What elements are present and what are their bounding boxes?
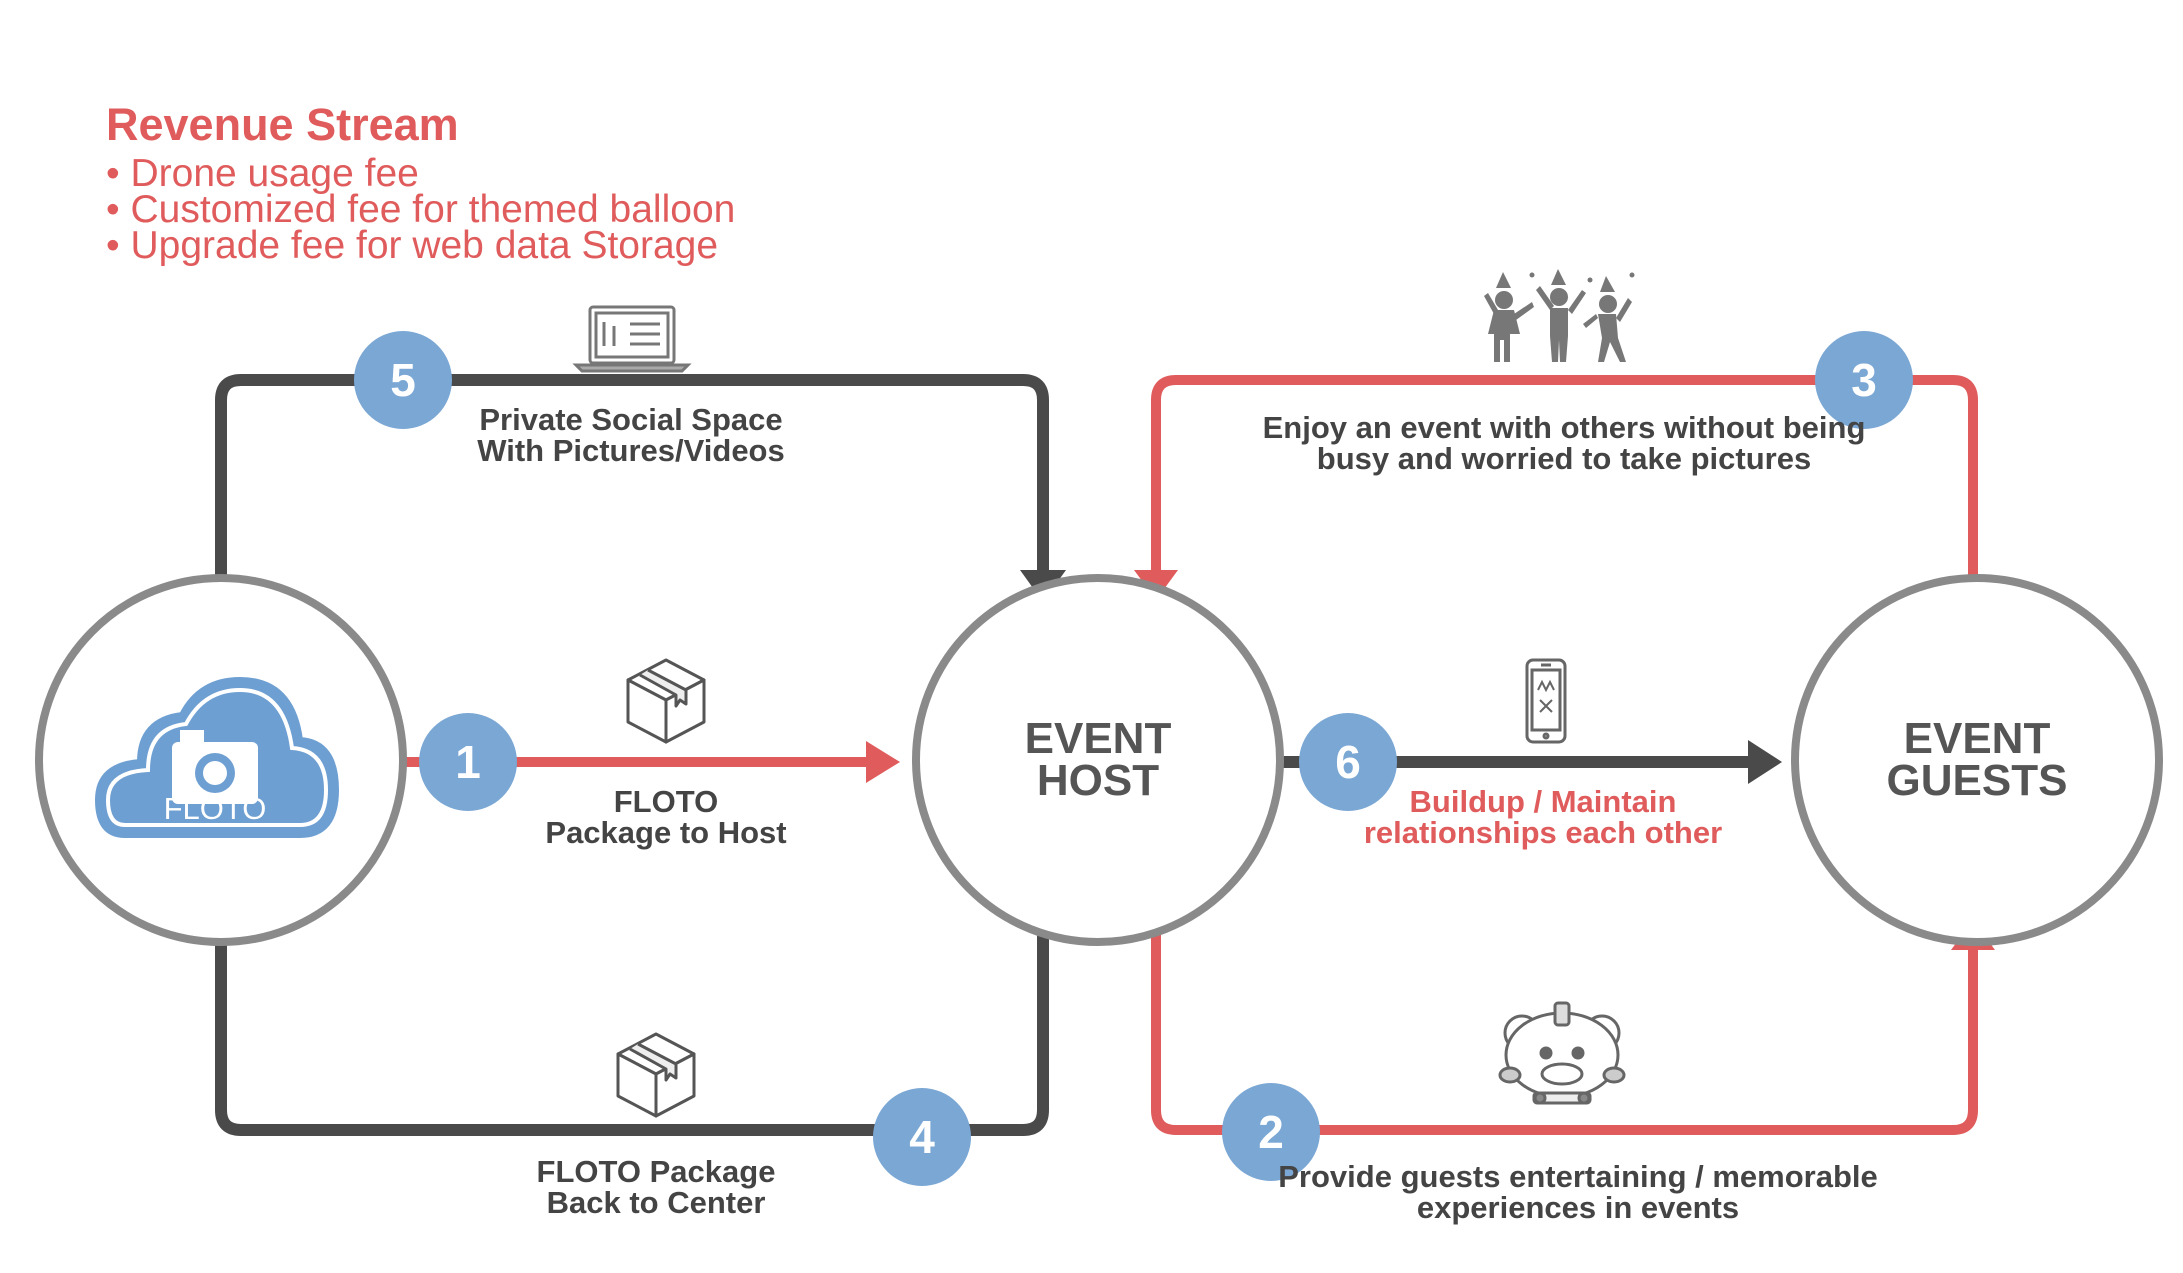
badge-3-number: 3 xyxy=(1851,354,1877,406)
event-guests-node: EVENT GUESTS xyxy=(1791,574,2163,946)
flow-4-label: FLOTO Package Back to Center xyxy=(537,1154,776,1220)
badge-3: 3 xyxy=(1815,331,1913,429)
flow-5-label: Private Social Space With Pictures/Video… xyxy=(477,402,785,468)
flow-1-label: FLOTO Package to Host xyxy=(545,784,786,850)
badge-2: 2 xyxy=(1222,1083,1320,1181)
flow-1-label-line-2: Package to Host xyxy=(545,815,786,850)
flow-3-path xyxy=(1151,375,1978,575)
flow-3-label-line-2: busy and worried to take pictures xyxy=(1317,441,1811,476)
party-people-icon xyxy=(1484,269,1635,362)
flow-3-label: Enjoy an event with others without being… xyxy=(1263,410,1866,476)
flow-2-label: Provide guests entertaining / memorable … xyxy=(1278,1159,1878,1225)
badge-1: 1 xyxy=(419,713,517,811)
badge-1-number: 1 xyxy=(455,736,481,788)
flow-6-label-line-2: relationships each other xyxy=(1364,815,1722,850)
badge-4: 4 xyxy=(873,1088,971,1186)
package-box-icon-return xyxy=(616,1032,696,1118)
flow-2-label-line-1: Provide guests entertaining / memorable xyxy=(1278,1159,1878,1194)
floto-node: FLOTO xyxy=(35,574,407,946)
revenue-title: Revenue Stream xyxy=(106,99,459,150)
event-guests-line-2: GUESTS xyxy=(1887,756,2068,805)
flow-6-arrowhead xyxy=(1748,740,1782,784)
flow-1-arrowhead xyxy=(866,741,900,783)
flow-3-label-line-1: Enjoy an event with others without being xyxy=(1263,410,1866,445)
event-guests-line-1: EVENT xyxy=(1904,714,2051,763)
flow-5-path xyxy=(215,374,1049,575)
badge-4-number: 4 xyxy=(909,1111,935,1163)
flow-4-path xyxy=(215,935,1049,1136)
flow-4-label-line-1: FLOTO Package xyxy=(537,1154,776,1189)
flow-5-label-line-2: With Pictures/Videos xyxy=(477,433,785,468)
revenue-item-3: • Upgrade fee for web data Storage xyxy=(106,224,718,267)
package-box-icon xyxy=(626,658,706,744)
badge-5: 5 xyxy=(354,331,452,429)
revenue-item-1: • Drone usage fee xyxy=(106,152,419,195)
laptop-icon xyxy=(572,305,692,373)
badge-6-number: 6 xyxy=(1335,736,1361,788)
flow-6-label-line-1: Buildup / Maintain xyxy=(1410,784,1677,819)
flow-6-label: Buildup / Maintain relationships each ot… xyxy=(1364,784,1722,850)
event-host-line-1: EVENT xyxy=(1025,714,1172,763)
bear-drone-icon xyxy=(1498,1001,1626,1105)
flow-2-path xyxy=(1151,935,1978,1135)
smartphone-icon xyxy=(1525,658,1567,744)
revenue-stream: Revenue Stream • Drone usage fee • Custo… xyxy=(106,99,735,267)
floto-logo-text: FLOTO xyxy=(164,791,267,826)
event-host-line-2: HOST xyxy=(1037,756,1159,805)
revenue-item-2: • Customized fee for themed balloon xyxy=(106,188,735,231)
flow-1-label-line-1: FLOTO xyxy=(614,784,718,819)
flow-2-label-line-2: experiences in events xyxy=(1417,1190,1739,1225)
flow-5-label-line-1: Private Social Space xyxy=(479,402,782,437)
badge-6: 6 xyxy=(1299,713,1397,811)
badge-5-number: 5 xyxy=(390,354,416,406)
cloud-camera-logo: FLOTO xyxy=(94,676,340,838)
flow-4-label-line-2: Back to Center xyxy=(547,1185,766,1220)
badge-2-number: 2 xyxy=(1258,1106,1284,1158)
event-host-node: EVENT HOST xyxy=(912,574,1284,946)
